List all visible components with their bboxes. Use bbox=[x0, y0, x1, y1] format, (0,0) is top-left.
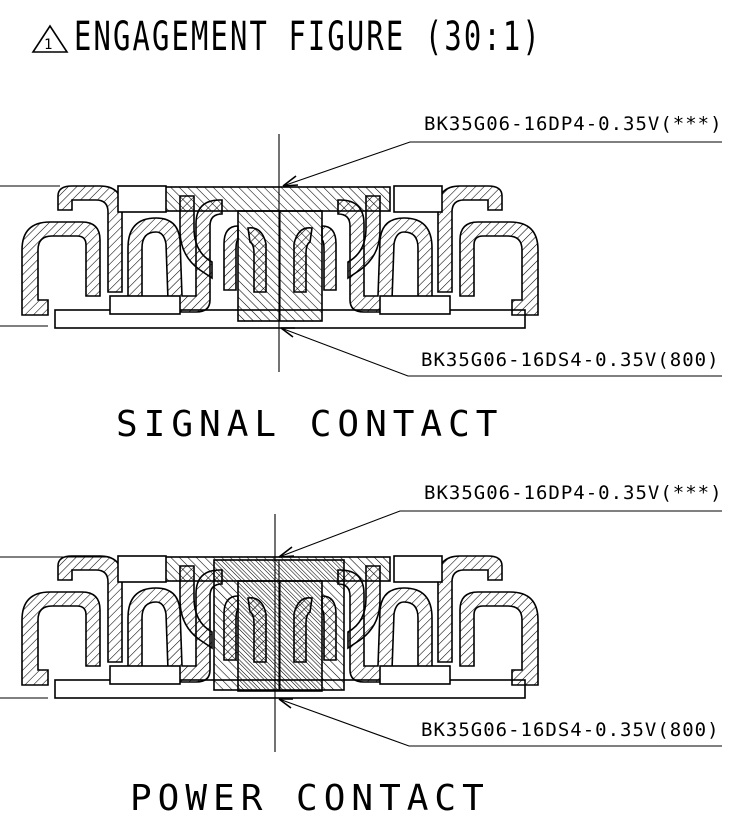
signal-plug-label: BK35G06-16DP4-0.35V(***) bbox=[424, 113, 723, 135]
power-caption: POWER CONTACT bbox=[130, 778, 490, 819]
page-title: ENGAGEMENT FIGURE (30:1) bbox=[74, 14, 542, 60]
revision-number: 1 bbox=[44, 37, 52, 53]
power-receptacle-label: BK35G06-16DS4-0.35V(800) bbox=[421, 719, 720, 741]
signal-caption: SIGNAL CONTACT bbox=[116, 404, 503, 445]
signal-section-view: BK35G06-16DP4-0.35V(***) BK35G06-16DS4-0… bbox=[0, 113, 723, 445]
title-block: 1 ENGAGEMENT FIGURE (30:1) bbox=[31, 14, 542, 60]
power-plug-label: BK35G06-16DP4-0.35V(***) bbox=[424, 482, 723, 504]
power-section-view: BK35G06-16DP4-0.35V(***) BK35G06-16DS4-0… bbox=[0, 482, 723, 819]
revision-triangle-icon bbox=[31, 24, 69, 53]
signal-receptacle-label: BK35G06-16DS4-0.35V(800) bbox=[421, 349, 720, 371]
